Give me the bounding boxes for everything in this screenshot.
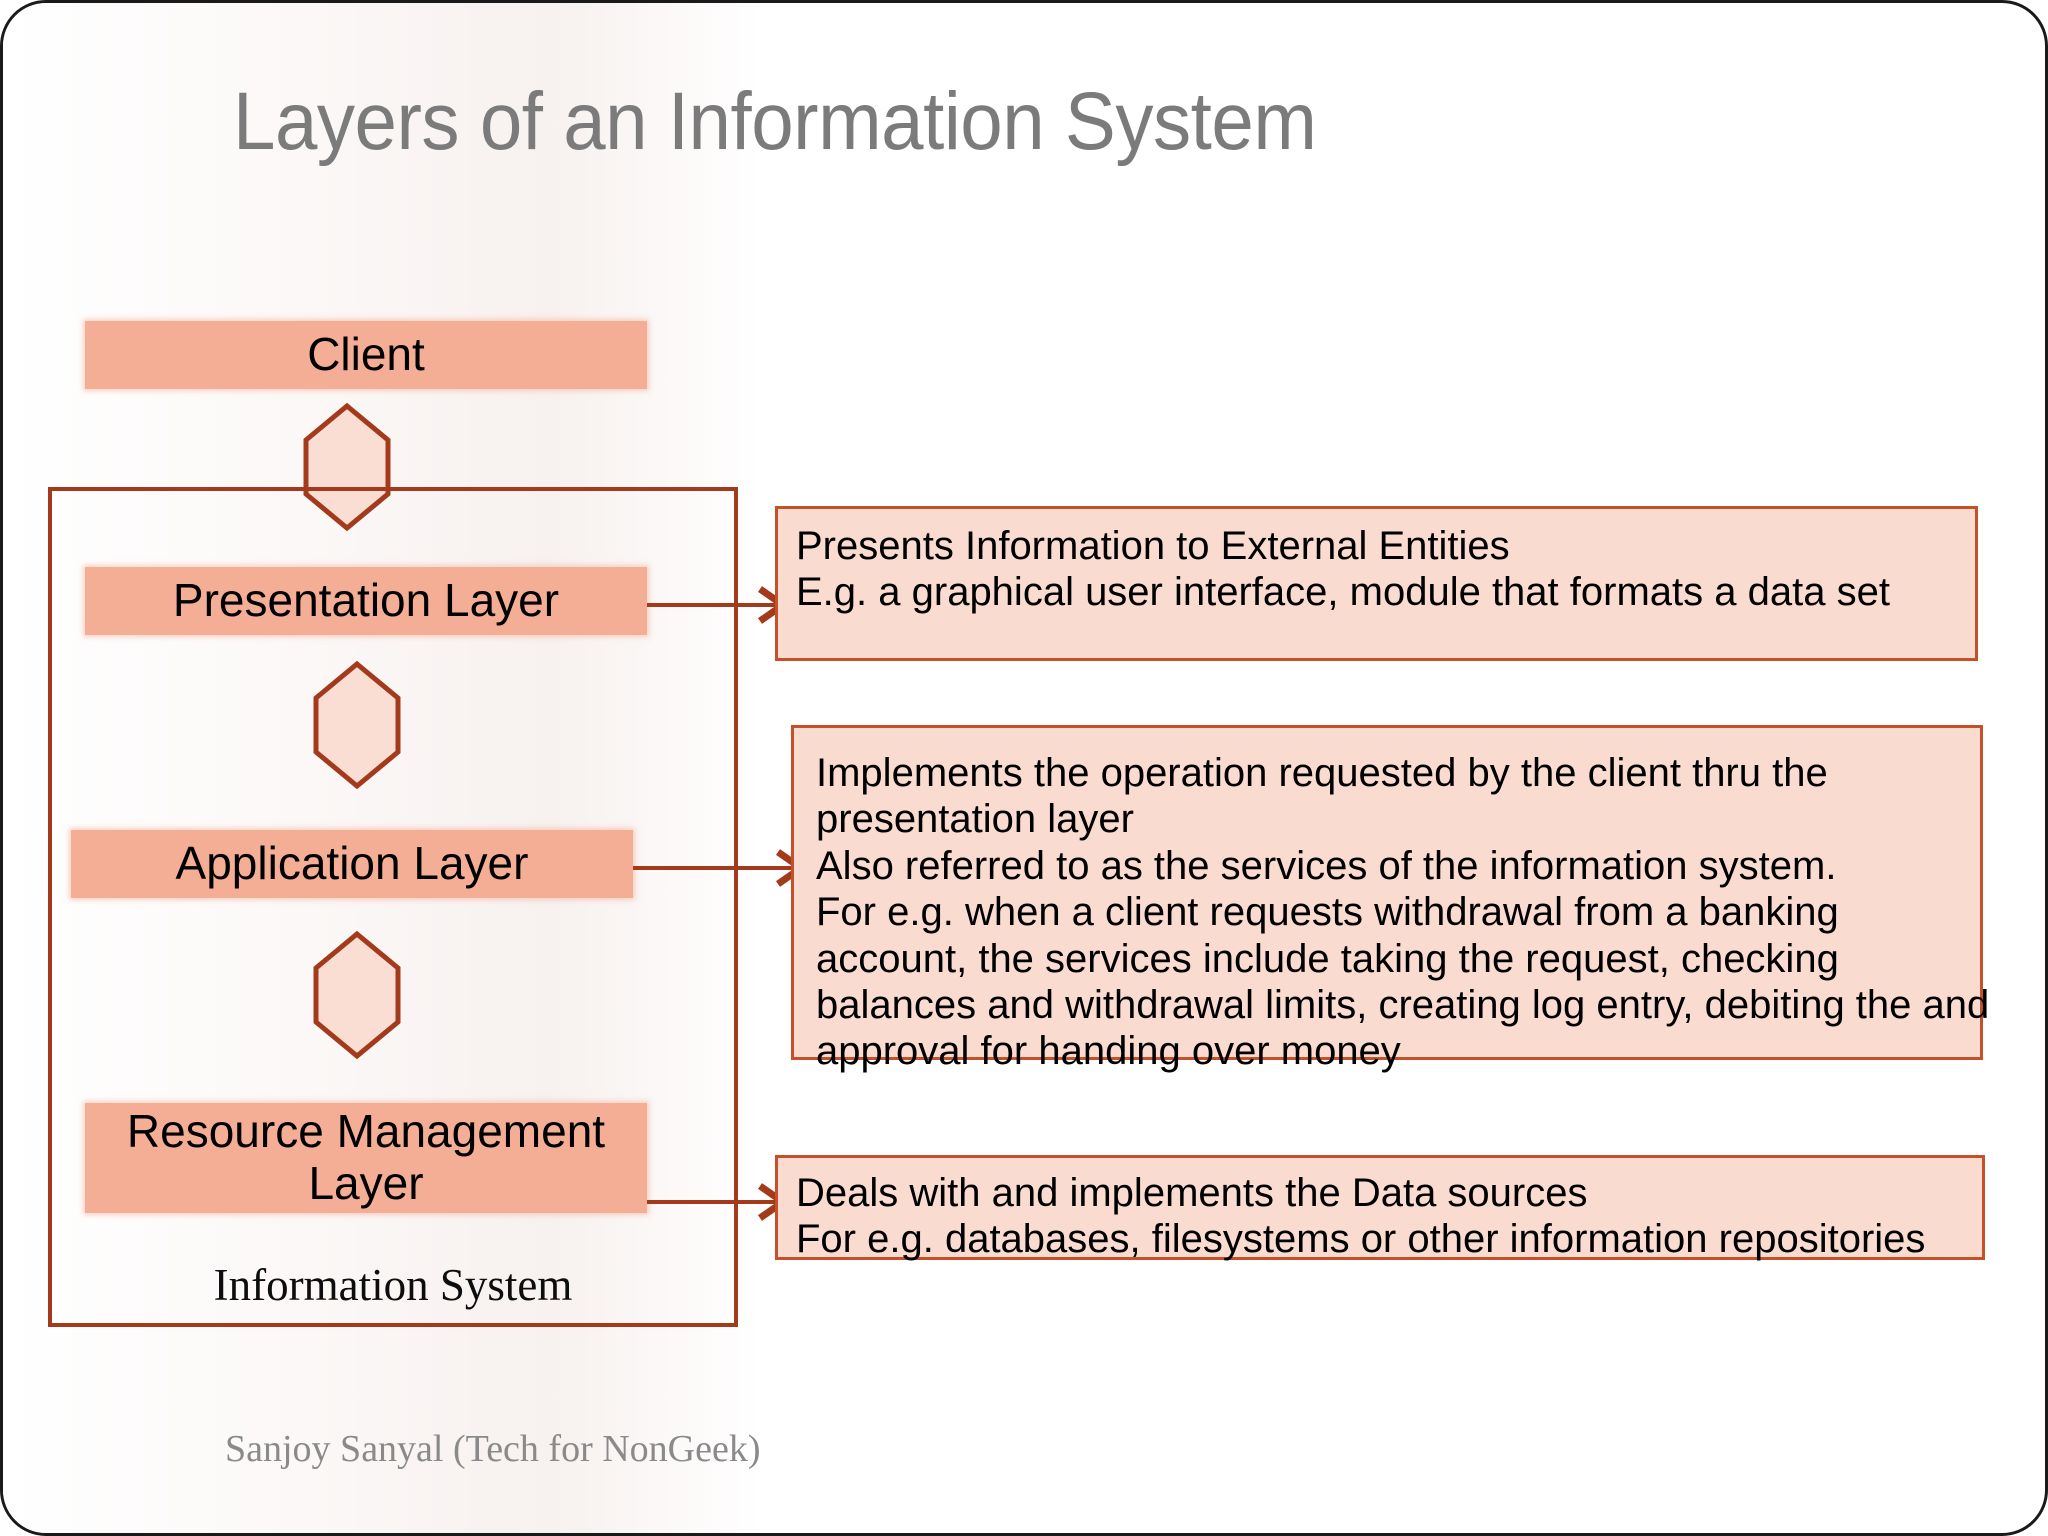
- author-credit: Sanjoy Sanyal (Tech for NonGeek): [225, 1428, 761, 1470]
- description-line: E.g. a graphical user interface, module …: [796, 570, 1890, 615]
- description-line: presentation layer: [816, 797, 1134, 842]
- presentation-layer-label: Presentation Layer: [172, 574, 560, 627]
- arrow-resource-to-description-icon: [647, 1180, 793, 1224]
- arrow-presentation-to-description-icon: [647, 583, 793, 627]
- application-layer-label: Application Layer: [175, 837, 529, 890]
- information-system-label: Information System: [213, 1260, 573, 1310]
- description-line: account, the services include taking the…: [816, 936, 1839, 981]
- hexagon-connector-icon: [313, 661, 401, 789]
- application-layer-description: Implements the operation requested by th…: [791, 725, 1990, 1073]
- description-line: Also referred to as the services of the …: [816, 843, 1837, 888]
- presentation-layer-box[interactable]: Presentation Layer: [85, 567, 647, 635]
- page-title: Layers of an Information System: [233, 76, 1317, 167]
- presentation-layer-description: Presents Information to External Entitie…: [775, 506, 1978, 661]
- description-line: balances and withdrawal limits, creating…: [816, 982, 1990, 1027]
- arrow-application-to-description-icon: [633, 846, 811, 890]
- resource-management-layer-description: Deals with and implements the Data sourc…: [775, 1155, 1985, 1262]
- application-layer-box[interactable]: Application Layer: [71, 830, 633, 898]
- hexagon-connector-icon: [303, 403, 391, 531]
- resource-management-layer-label-line2: Layer: [308, 1157, 424, 1209]
- client-box[interactable]: Client: [85, 321, 647, 389]
- description-line: For e.g. when a client requests withdraw…: [816, 890, 1839, 935]
- resource-management-layer-label-line1: Resource Management: [126, 1105, 606, 1158]
- description-line: Deals with and implements the Data sourc…: [796, 1171, 1588, 1215]
- description-line: Implements the operation requested by th…: [816, 751, 1828, 795]
- client-label: Client: [307, 328, 425, 381]
- description-line: Presents Information to External Entitie…: [796, 524, 1510, 568]
- hexagon-connector-icon: [313, 931, 401, 1059]
- information-system-container: [48, 487, 738, 1327]
- resource-management-layer-box[interactable]: Resource Management Layer: [85, 1103, 647, 1213]
- description-line: approval for handing over money: [816, 1029, 1401, 1074]
- description-line: For e.g. databases, filesystems or other…: [796, 1217, 1926, 1262]
